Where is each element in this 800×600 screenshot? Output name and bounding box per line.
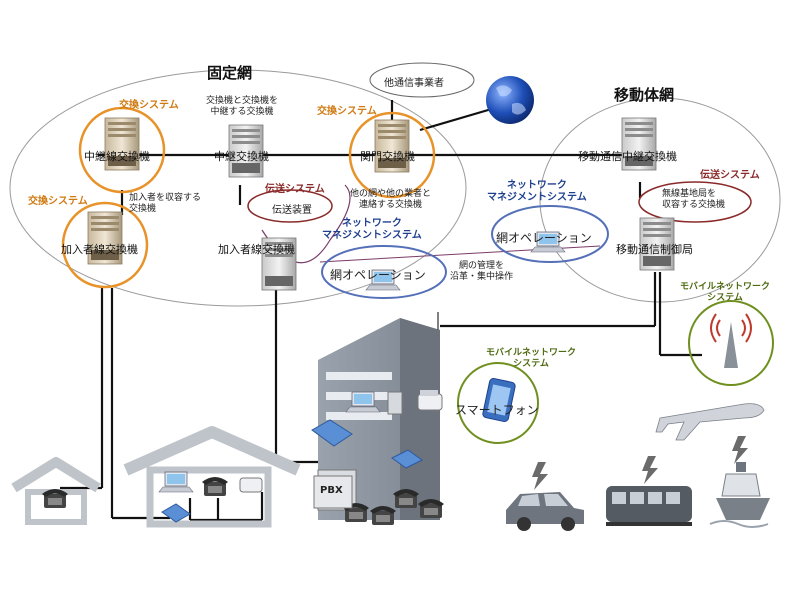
- house-icon: [123, 426, 301, 528]
- transmission-ellipse-fixed: [247, 189, 333, 223]
- phone-icon: [418, 499, 444, 518]
- network-operation-label: 網オペレーション: [330, 268, 426, 282]
- smartphone-icon: [482, 377, 516, 423]
- transmission-ellipse-mobile: [638, 181, 752, 223]
- mobile-network-label: モバイルネットワーク システム: [680, 282, 771, 303]
- desktop-icon: [387, 391, 403, 415]
- wireless-signal-icons: [532, 436, 748, 490]
- laptop-icon: [158, 471, 194, 493]
- mobile-circle-smartphone: [457, 362, 539, 444]
- base-station-note: 無線基地局を 収容する交換機: [662, 189, 726, 210]
- switching-system-label: 交換システム: [317, 106, 377, 117]
- transmission-device-label: 伝送装置: [272, 205, 312, 216]
- network-management-label: ネットワーク マネジメントシステム: [322, 218, 422, 241]
- switching-circle-gateway: [348, 111, 436, 199]
- relay-switch-note: 交換機と交換機を 中継する交換機: [206, 96, 279, 117]
- fixed-network-boundary: [9, 69, 467, 307]
- switching-circle-subscriber: [61, 201, 149, 289]
- subscriber-switch-note: 加入者を収容する 交換機: [129, 193, 202, 214]
- airplane-icon: [655, 403, 765, 441]
- fax-icon: [239, 477, 263, 493]
- mobile-circle-antenna: [688, 300, 774, 386]
- relay-line-switch-label: 中継線交換機: [84, 150, 150, 163]
- subscriber-line-switch-label: 加入者線交換機: [218, 243, 295, 256]
- globe-icon: [486, 76, 534, 124]
- switching-system-label: 交換システム: [119, 100, 179, 111]
- router-icon: [161, 503, 191, 523]
- other-carrier-bubble: [369, 62, 475, 98]
- relay-switch-label: 中継交換機: [214, 150, 269, 163]
- pbx-icon: [313, 475, 353, 509]
- transmission-system-label: 伝送システム: [700, 170, 760, 181]
- gateway-switch-label: 関門交換機: [360, 150, 415, 163]
- smartphone-label: スマートフォン: [455, 403, 539, 417]
- other-carrier-label: 他通信事業者: [384, 78, 444, 89]
- network-operation-label: 網オペレーション: [496, 231, 592, 245]
- network-management-label: ネットワーク マネジメントシステム: [487, 180, 587, 203]
- server-icon: [374, 119, 410, 173]
- mobile-network-title: 移動体網: [614, 86, 675, 104]
- phone-icon: [42, 489, 68, 508]
- router-icon: [311, 419, 423, 469]
- subscriber-line-switch-label: 加入者線交換機: [61, 243, 138, 256]
- mobile-control-station-label: 移動通信制御局: [616, 243, 693, 256]
- car-icon: [506, 492, 584, 531]
- antenna-icon: [710, 313, 752, 368]
- ship-icon: [709, 462, 770, 528]
- fax-icon: [417, 390, 443, 411]
- mobile-relay-switch-label: 移動通信中継交換機: [578, 150, 677, 163]
- pbx-label: PBX: [320, 485, 343, 496]
- switching-circle-relay: [78, 106, 166, 194]
- phone-icon: [393, 489, 419, 508]
- operation-note: 網の管理を 沿革・集中操作: [450, 261, 514, 282]
- management-ellipse-mobile: [491, 205, 609, 263]
- gateway-switch-note: 他の網や他の業者と 連絡する交換機: [350, 189, 432, 210]
- phone-icon: [202, 477, 228, 496]
- switching-system-label: 交換システム: [28, 196, 88, 207]
- mobile-network-label: モバイルネットワーク システム: [486, 348, 577, 369]
- fixed-network-title: 固定網: [207, 64, 253, 82]
- transmission-system-label: 伝送システム: [265, 184, 325, 195]
- phone-icon: [370, 506, 396, 525]
- management-ellipse-fixed: [321, 245, 447, 299]
- train-icon: [606, 486, 692, 526]
